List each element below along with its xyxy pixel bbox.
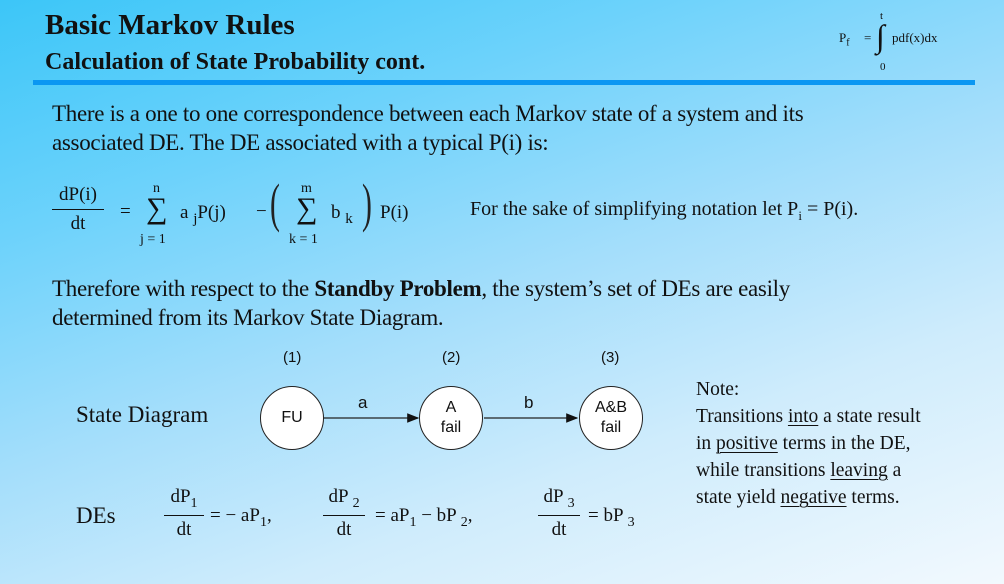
transition-label-b: b xyxy=(524,393,534,412)
transition-label-a: a xyxy=(358,393,368,412)
state-diagram-label: State Diagram xyxy=(76,402,209,427)
intro-paragraph: There is a one to one correspondence bet… xyxy=(52,99,952,157)
standby-paragraph: Therefore with respect to the Standby Pr… xyxy=(52,274,952,332)
integrand: pdf(x)dx xyxy=(892,30,938,45)
sum1-sigma-icon: ∑ xyxy=(146,192,168,225)
transitions-note: Note: Transitions into a state result in… xyxy=(696,376,986,511)
state-node-fu: FU xyxy=(260,386,324,450)
sum1-lower: j = 1 xyxy=(140,232,166,247)
sum2-lower: k = 1 xyxy=(289,232,318,247)
minus-sign: − xyxy=(256,201,267,222)
intro-line-2: associated DE. The DE associated with a … xyxy=(52,130,549,155)
standby-line-2: determined from its Markov State Diagram… xyxy=(52,305,444,330)
derivative-fraction: dP(i) dt xyxy=(52,184,104,235)
standby-line-1: Therefore with respect to the Standby Pr… xyxy=(52,276,790,301)
sum2-upper: m xyxy=(301,181,312,196)
notation-note: For the sake of simplifying notation let… xyxy=(470,198,859,223)
formula-lhs: Pf xyxy=(839,30,850,49)
general-de-formula: dP(i) dt = n ∑ j = 1 a jP(j) − ( m ∑ k =… xyxy=(52,173,472,253)
state-index-1: (1) xyxy=(283,349,302,366)
pi-term: P(i) xyxy=(380,202,409,223)
standby-problem-bold: Standby Problem xyxy=(314,276,482,301)
intro-line-1: There is a one to one correspondence bet… xyxy=(52,101,804,126)
title-rule xyxy=(33,80,975,85)
sum2-sigma-icon: ∑ xyxy=(296,192,318,225)
slide-subtitle: Calculation of State Probability cont. xyxy=(45,49,426,75)
note-heading: Note: xyxy=(696,379,740,400)
header-formula: Pf = t ∫ 0 pdf(x)dx xyxy=(836,8,966,74)
des-label: DEs xyxy=(76,503,116,528)
left-paren: ( xyxy=(270,173,280,233)
equals-sign: = xyxy=(120,201,131,222)
right-paren: ) xyxy=(362,173,372,233)
integral-sign: ∫ xyxy=(876,18,885,54)
sum1-term: a jP(j) xyxy=(180,202,226,227)
integral-upper-limit: t xyxy=(880,10,884,22)
slide-title: Basic Markov Rules xyxy=(45,9,295,41)
state-index-2: (2) xyxy=(442,349,461,366)
integral-lower-limit: 0 xyxy=(880,61,886,73)
formula-equals: = xyxy=(864,30,872,45)
state-index-3: (3) xyxy=(601,349,620,366)
sum2-term: b k xyxy=(331,202,353,227)
sum1-upper: n xyxy=(153,181,160,196)
